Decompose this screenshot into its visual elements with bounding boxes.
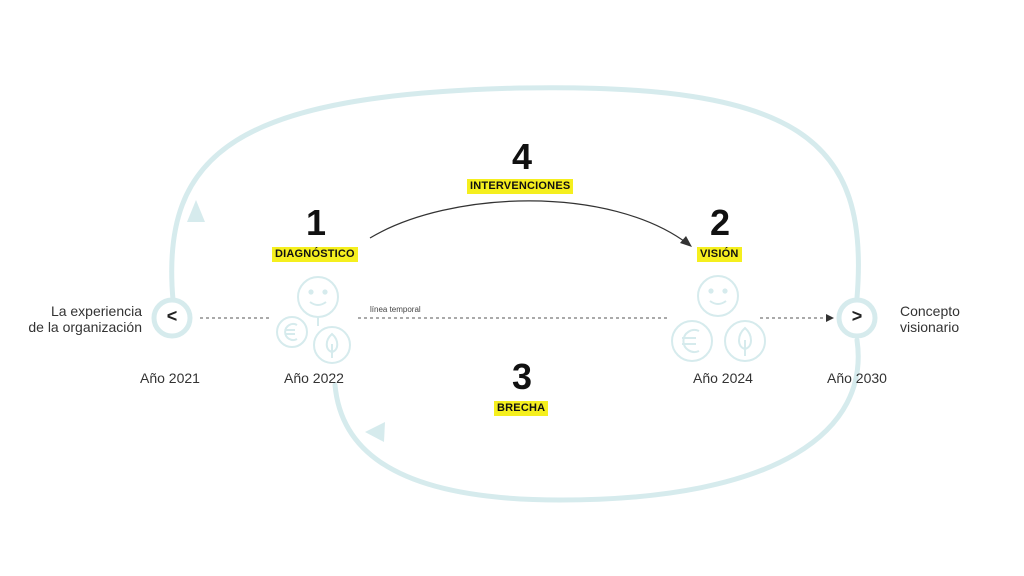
left-caption-line1: La experiencia (50, 303, 142, 319)
year-2030: Año 2030 (827, 370, 887, 386)
left-node-circle (151, 297, 193, 339)
loop-arrow-left-icon (365, 422, 385, 442)
step-1-number: 1 (305, 202, 327, 243)
icon-group-2022 (276, 276, 351, 364)
right-node-symbol: > (851, 306, 863, 326)
left-node-symbol: < (166, 306, 178, 326)
intervention-arrow (369, 200, 689, 245)
intervention-arrowhead-icon (680, 236, 692, 247)
right-caption-line2: visionario (900, 319, 960, 335)
outer-loop (169, 85, 861, 503)
loop-arrow-up-icon (187, 200, 205, 222)
step-3-label: BRECHA (494, 401, 549, 416)
right-caption-line1: Concepto (900, 303, 960, 319)
timeline-label: línea temporal (370, 305, 421, 314)
year-2024: Año 2024 (693, 370, 753, 386)
right-node-circle (836, 297, 878, 339)
tree-icon (724, 320, 766, 362)
euro-icon (671, 320, 713, 362)
icon-group-2024 (671, 275, 766, 362)
smiley-face-icon (697, 275, 739, 317)
step-4-label: INTERVENCIONES (467, 179, 574, 194)
year-2021: Año 2021 (140, 370, 200, 386)
smiley-face-icon (297, 276, 339, 318)
timeline-arrowhead-icon (826, 314, 834, 322)
step-3-number: 3 (511, 356, 533, 397)
step-2-number: 2 (709, 202, 731, 243)
euro-icon (276, 316, 308, 348)
step-4-number: 4 (511, 136, 533, 177)
step-2-label: VISIÓN (697, 247, 742, 262)
year-2022: Año 2022 (284, 370, 344, 386)
tree-icon (313, 326, 351, 364)
step-1-label: DIAGNÓSTICO (272, 247, 358, 262)
left-caption-line2: de la organización (28, 319, 142, 335)
